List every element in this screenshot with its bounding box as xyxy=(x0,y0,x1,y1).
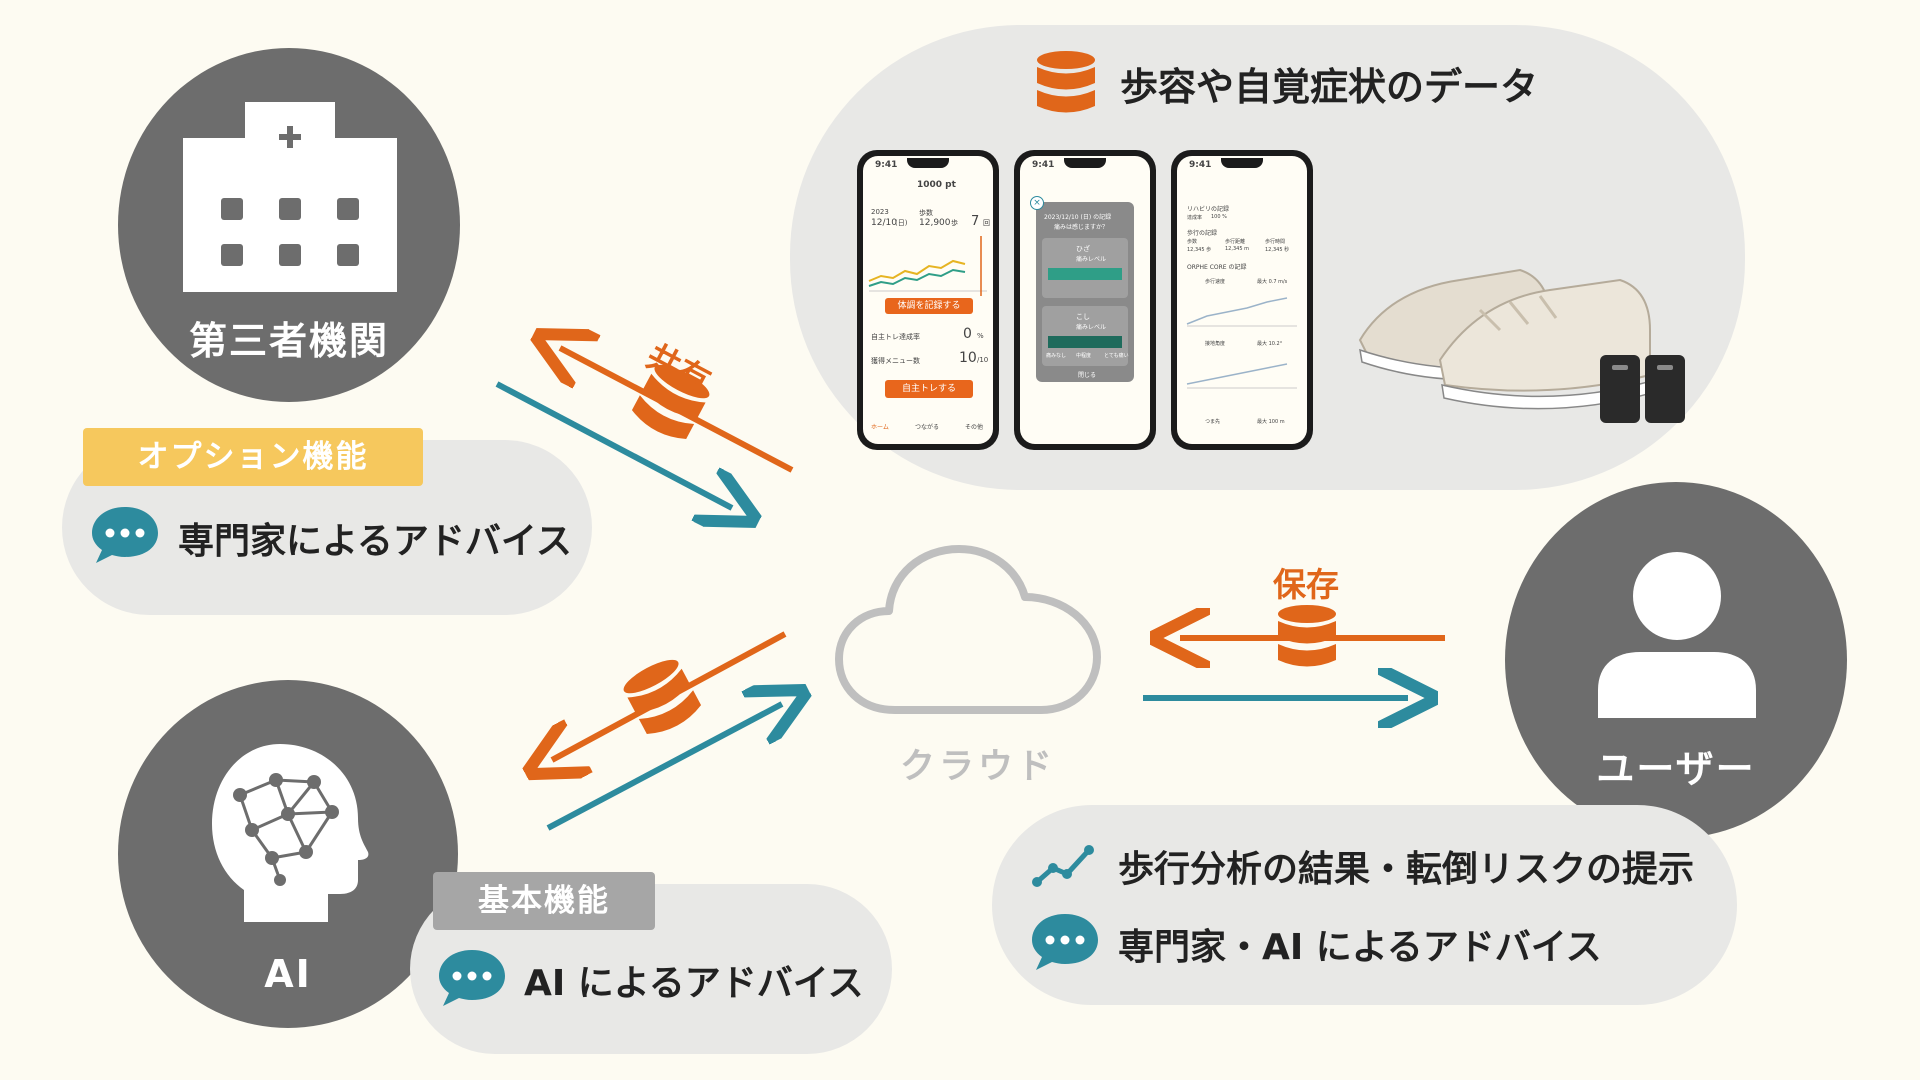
training-rate-label: 自主トレ達成率 xyxy=(871,333,920,341)
institution-label: 第三者機関 xyxy=(188,319,389,363)
database-icon xyxy=(623,659,702,734)
database-icon xyxy=(1037,51,1095,113)
data-panel-title: 歩容や自覚症状のデータ xyxy=(1120,65,1539,109)
scale-low: 痛みなし xyxy=(1046,353,1067,359)
user-feature-box xyxy=(992,805,1737,1005)
option-tag: オプション機能 xyxy=(83,428,423,486)
chat-bubble-icon xyxy=(1032,914,1098,970)
modal-header: 2023/12/10 (日) の記録 xyxy=(1044,214,1112,221)
cloud-icon xyxy=(835,545,1101,714)
database-icon xyxy=(1278,605,1336,667)
training-rate-value: 0 xyxy=(963,326,972,342)
steps-label: 歩数 xyxy=(919,209,933,217)
chat-bubble-icon xyxy=(439,950,505,1006)
date-year: 2023 xyxy=(871,208,889,216)
ai-label: AI xyxy=(264,952,312,996)
phone-home-screen: 9:41 1000 pt 2023 12/10 (日) 歩数 12,900 歩 … xyxy=(857,150,999,450)
phone-records-screen: 9:41 リハビリの記録 達成率 100 % 歩行の記録 歩数 12,345 歩… xyxy=(1171,150,1313,450)
walking-time-label: 歩行時間 xyxy=(1265,239,1286,245)
close-icon[interactable]: × xyxy=(1030,196,1044,210)
count-value: 7 xyxy=(971,214,980,229)
training-rate-unit: % xyxy=(977,332,984,340)
steps-unit: 歩 xyxy=(951,219,958,227)
record-condition-button[interactable]: 体調を記録する xyxy=(885,298,973,314)
user-label: ユーザー xyxy=(1596,747,1756,791)
chat-bubble-icon xyxy=(92,507,158,563)
metric-toe-value: 最大 100 m xyxy=(1257,419,1285,425)
user-icon xyxy=(1598,552,1756,718)
user-feature-analysis: 歩行分析の結果・転倒リスクの提示 xyxy=(1118,849,1695,890)
points-badge: 1000 pt xyxy=(917,180,956,190)
mini-line-chart xyxy=(868,236,987,296)
walking-section: 歩行の記録 xyxy=(1187,230,1218,237)
waist-label: こし xyxy=(1076,313,1090,321)
hospital-icon xyxy=(183,102,397,292)
self-training-button[interactable]: 自主トレする xyxy=(885,380,973,398)
speed-chart xyxy=(1186,297,1297,327)
menu-count-label: 獲得メニュー数 xyxy=(871,357,920,365)
phone-symptom-screen: 9:41 × 2023/12/10 (日) の記録 痛みは感じますか？ ひざ 痛… xyxy=(1014,150,1156,450)
nav-connect[interactable]: つながる xyxy=(915,424,940,431)
metric-toe-label: つま先 xyxy=(1205,419,1221,425)
status-time: 9:41 xyxy=(1032,160,1055,170)
modal-question: 痛みは感じますか？ xyxy=(1054,224,1109,231)
cloud-label: クラウド xyxy=(900,747,1057,787)
knee-label: ひざ xyxy=(1076,245,1090,253)
walking-time-value: 12,345 秒 xyxy=(1265,247,1290,253)
status-time: 9:41 xyxy=(1189,160,1212,170)
scale-mid: 中程度 xyxy=(1076,353,1092,359)
save-label: 保存 xyxy=(1273,565,1339,604)
waist-level-bar[interactable] xyxy=(1048,336,1122,348)
metric-angle-value: 最大 10.2° xyxy=(1257,341,1283,347)
knee-level-bar[interactable] xyxy=(1048,268,1122,280)
walking-steps-value: 12,345 歩 xyxy=(1187,247,1212,253)
scale-high: とても痛い xyxy=(1104,353,1129,359)
option-feature-text: 専門家によるアドバイス xyxy=(178,521,572,562)
basic-tag: 基本機能 xyxy=(433,872,655,930)
steps-value: 12,900 xyxy=(919,218,951,228)
rehab-section: リハビリの記録 xyxy=(1187,206,1230,213)
waist-sub: 痛みレベル xyxy=(1076,324,1107,331)
nav-more[interactable]: その他 xyxy=(965,424,984,431)
rehab-rate-label: 達成率 xyxy=(1187,215,1203,221)
user-feature-advice: 専門家・AI によるアドバイス xyxy=(1118,927,1602,968)
walking-distance-value: 12,345 m xyxy=(1225,246,1249,252)
rehab-rate-value: 100 % xyxy=(1211,214,1227,220)
walking-distance-label: 歩行距離 xyxy=(1225,239,1246,245)
nav-home[interactable]: ホーム xyxy=(871,424,889,431)
angle-chart xyxy=(1186,363,1297,389)
knee-sub: 痛みレベル xyxy=(1076,256,1107,263)
orphe-section: ORPHE CORE の記録 xyxy=(1187,264,1247,271)
metric-speed-label: 歩行速度 xyxy=(1205,279,1226,285)
status-time: 9:41 xyxy=(875,160,898,170)
trend-line-icon xyxy=(1032,845,1094,887)
smart-shoes-illustration xyxy=(1358,268,1685,423)
database-icon xyxy=(631,364,710,439)
date-value: 12/10 xyxy=(871,218,897,228)
menu-count-value: 10 xyxy=(959,350,977,366)
basic-feature-text: AI によるアドバイス xyxy=(524,963,864,1004)
metric-angle-label: 接地角度 xyxy=(1205,341,1226,347)
metric-speed-value: 最大 0.7 m/s xyxy=(1257,279,1288,285)
count-unit: 回 xyxy=(983,219,990,227)
modal-close-button[interactable]: 閉じる xyxy=(1078,372,1097,379)
menu-count-unit: /10 xyxy=(977,356,989,364)
walking-steps-label: 歩数 xyxy=(1187,239,1198,245)
date-day: (日) xyxy=(895,219,908,227)
brain-network-icon xyxy=(212,744,369,922)
